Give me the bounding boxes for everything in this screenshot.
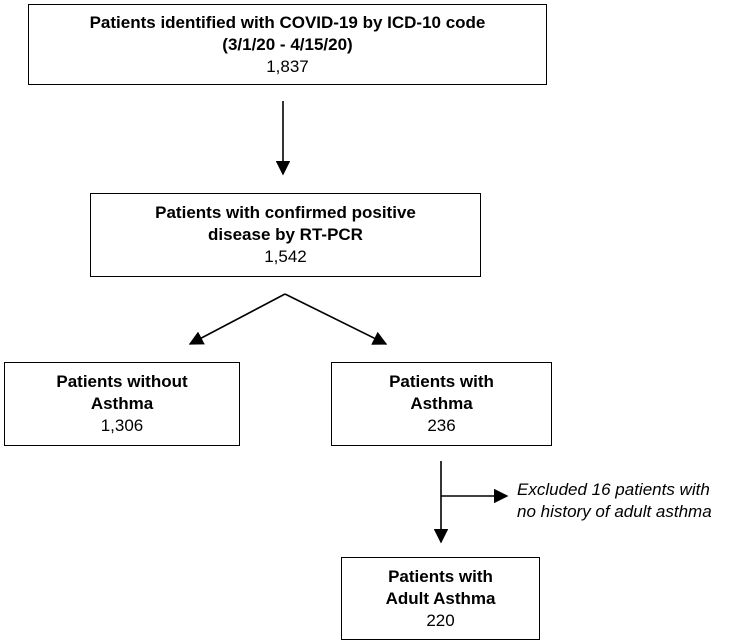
node-without-asthma-title-line1: Patients without [56, 372, 188, 391]
node-without-asthma-title-line2: Asthma [90, 394, 154, 413]
exclusion-note-line1: Excluded 16 patients with [517, 480, 710, 499]
arrow-confirmed-to-with-asthma [284, 293, 388, 345]
node-with-asthma-title-line1: Patients with [389, 372, 494, 391]
node-adult-asthma-title-line1: Patients with [388, 566, 493, 586]
node-with-asthma: Patients with Asthma 236 [331, 362, 552, 446]
node-confirmed-count: 1,542 [264, 247, 307, 266]
node-without-asthma-count: 1,306 [100, 416, 144, 435]
node-with-asthma-title-line2: Asthma [410, 394, 473, 413]
node-confirmed-title-line1: Patients with confirmed positive [155, 203, 416, 222]
exclusion-note: Excluded 16 patients with no history of … [517, 479, 749, 523]
node-with-asthma-count: 236 [427, 416, 456, 435]
exclusion-note-line2: no history of adult asthma [517, 502, 712, 521]
node-adult-asthma: Patients with Adult Asthma 220 [341, 557, 540, 640]
node-confirmed-title-line2: disease by RT-PCR [208, 225, 363, 244]
node-identified-count: 1,837 [266, 56, 309, 76]
node-identified-title-line1: Patients identified with COVID-19 by ICD… [89, 12, 486, 32]
node-without-asthma: Patients without Asthma 1,306 [4, 362, 240, 446]
arrow-confirmed-to-without-asthma [188, 293, 286, 345]
node-identified: Patients identified with COVID-19 by ICD… [28, 4, 547, 85]
node-identified-title-line2: (3/1/20 - 4/15/20) [222, 34, 353, 54]
node-confirmed: Patients with confirmed positive disease… [90, 193, 481, 277]
node-adult-asthma-count: 220 [426, 610, 455, 630]
node-adult-asthma-title-line2: Adult Asthma [385, 588, 496, 608]
